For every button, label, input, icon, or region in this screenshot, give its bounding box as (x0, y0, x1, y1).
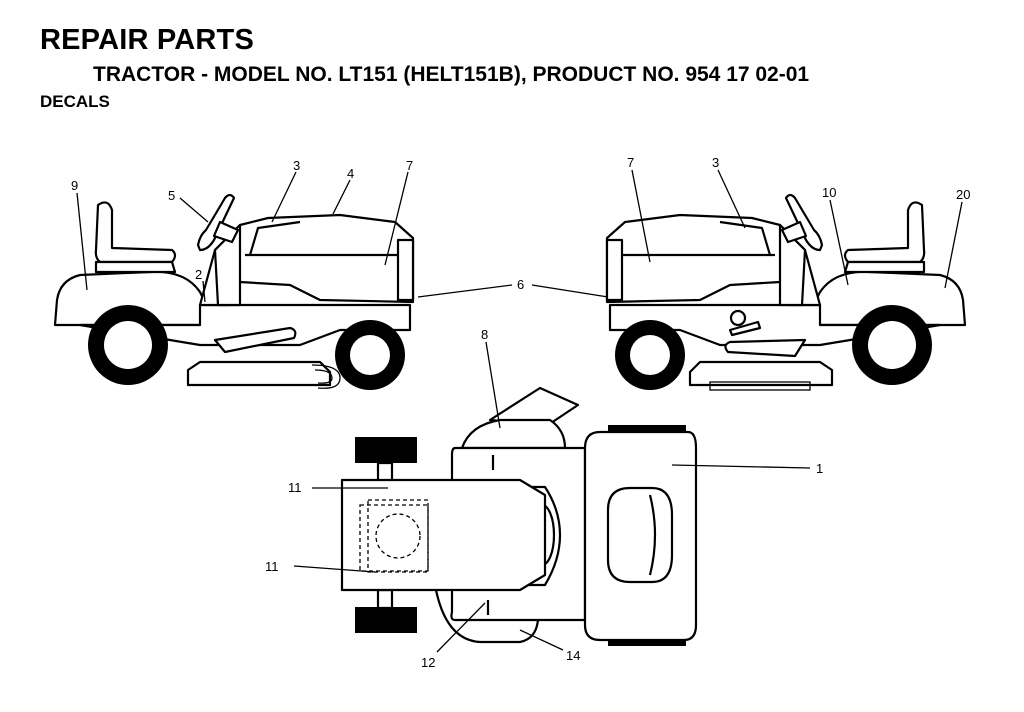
leader-lines (76, 169, 963, 653)
callout-7-left: 7 (406, 158, 413, 173)
tractor-top-view (340, 386, 698, 646)
callout-11-bottom: 11 (265, 559, 279, 574)
tractor-right-view (605, 193, 967, 391)
decal-outline-circle (375, 513, 421, 559)
callout-12: 12 (421, 655, 435, 670)
steering-wheel-left (196, 193, 236, 252)
mower-deck-left (186, 360, 332, 387)
grille-left (396, 238, 415, 302)
hood-top (340, 478, 547, 592)
seat-top (606, 486, 674, 584)
front-tire-top (355, 437, 417, 463)
hood-edge-left (248, 220, 301, 256)
front-tire-bottom (355, 607, 417, 633)
callout-11-top: 11 (288, 480, 302, 495)
seat-left (94, 201, 177, 264)
lift-lever-left (213, 326, 297, 354)
callout-4: 4 (347, 166, 354, 181)
deck-chute-inner-left (314, 369, 333, 384)
deck-chute-left (311, 364, 341, 389)
deck-top (460, 418, 567, 450)
callout-7-right: 7 (627, 155, 634, 170)
page-subtitle: TRACTOR - MODEL NO. LT151 (HELT151B), PR… (93, 63, 810, 86)
callout-8: 8 (481, 327, 488, 342)
steering-column-left (212, 220, 240, 244)
callout-14: 14 (566, 648, 580, 663)
decal-outline-b (367, 499, 429, 573)
section-heading: DECALS (40, 92, 110, 111)
callout-9: 9 (71, 178, 78, 193)
front-hub-left (350, 335, 390, 375)
callout-10: 10 (822, 185, 836, 200)
callout-2: 2 (195, 267, 202, 282)
seat-base-left (94, 260, 177, 274)
tractor-left-view (53, 193, 415, 390)
callout-6: 6 (517, 277, 524, 292)
rear-hub-left (104, 321, 152, 369)
callout-5: 5 (168, 188, 175, 203)
callout-20: 20 (956, 187, 970, 202)
callout-3-left: 3 (293, 158, 300, 173)
callout-3-right: 3 (712, 155, 719, 170)
page-title: REPAIR PARTS (40, 24, 255, 56)
callout-1: 1 (816, 461, 823, 476)
